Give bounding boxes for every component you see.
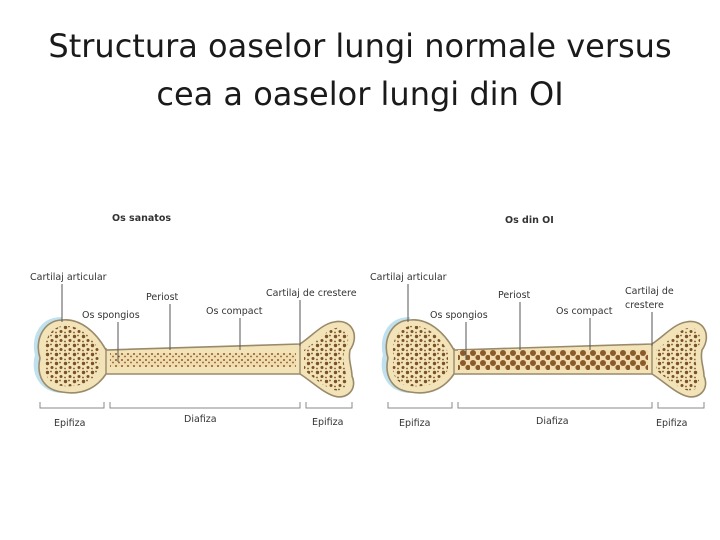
oi-bone-shape [385, 320, 707, 397]
oi-bracket-diaphysis [458, 402, 652, 408]
oi-label-epiphysis-right: Epifiza [656, 418, 687, 429]
healthy-label-periosteum: Periost [146, 292, 179, 303]
healthy-label-growth-cartilage: Cartilaj de crestere [266, 288, 357, 299]
oi-label-growth-cartilage-line2: crestere [625, 300, 664, 311]
healthy-heading: Os sanatos [112, 213, 171, 224]
healthy-label-compact-bone: Os compact [206, 306, 263, 317]
healthy-bone-panel: Os sanatos Cartilaj articular Os spongio… [30, 213, 357, 429]
oi-label-articular-cartilage: Cartilaj articular [370, 272, 447, 283]
healthy-label-spongy-bone: Os spongios [82, 310, 140, 321]
oi-bone-panel: Os din OI Cartilaj articular Os spongios… [370, 215, 706, 429]
oi-bracket-epiphysis-left [388, 402, 452, 408]
healthy-bone-shape [37, 320, 355, 397]
title-line-1: Structura oaselor lungi normale versus [0, 22, 720, 70]
healthy-bracket-epiphysis-right [306, 402, 352, 408]
healthy-label-articular-cartilage: Cartilaj articular [30, 272, 107, 283]
healthy-bracket-epiphysis-left [40, 402, 104, 408]
healthy-diaphysis-marrow [110, 353, 296, 367]
bone-comparison-figure: Os sanatos Cartilaj articular Os spongio… [0, 190, 720, 450]
oi-label-diaphysis: Diafiza [536, 416, 569, 427]
healthy-label-epiphysis-left: Epifiza [54, 418, 85, 429]
healthy-label-epiphysis-right: Epifiza [312, 417, 343, 428]
title-line-2: cea a oaselor lungi din OI [0, 70, 720, 118]
healthy-label-diaphysis: Diafiza [184, 414, 217, 425]
oi-label-growth-cartilage-line1: Cartilaj de [625, 286, 674, 297]
oi-label-periosteum: Periost [498, 290, 531, 301]
healthy-bottom-brackets [40, 402, 352, 408]
oi-label-epiphysis-left: Epifiza [399, 418, 430, 429]
oi-label-compact-bone: Os compact [556, 306, 613, 317]
oi-diaphysis-marrow [458, 350, 648, 370]
bone-diagram-svg: Os sanatos Cartilaj articular Os spongio… [0, 190, 720, 450]
slide-title: Structura oaselor lungi normale versus c… [0, 22, 720, 118]
oi-bracket-epiphysis-right [658, 402, 704, 408]
oi-label-spongy-bone: Os spongios [430, 310, 488, 321]
oi-heading: Os din OI [505, 215, 554, 226]
oi-bottom-brackets [388, 402, 704, 408]
healthy-bracket-diaphysis [110, 402, 300, 408]
